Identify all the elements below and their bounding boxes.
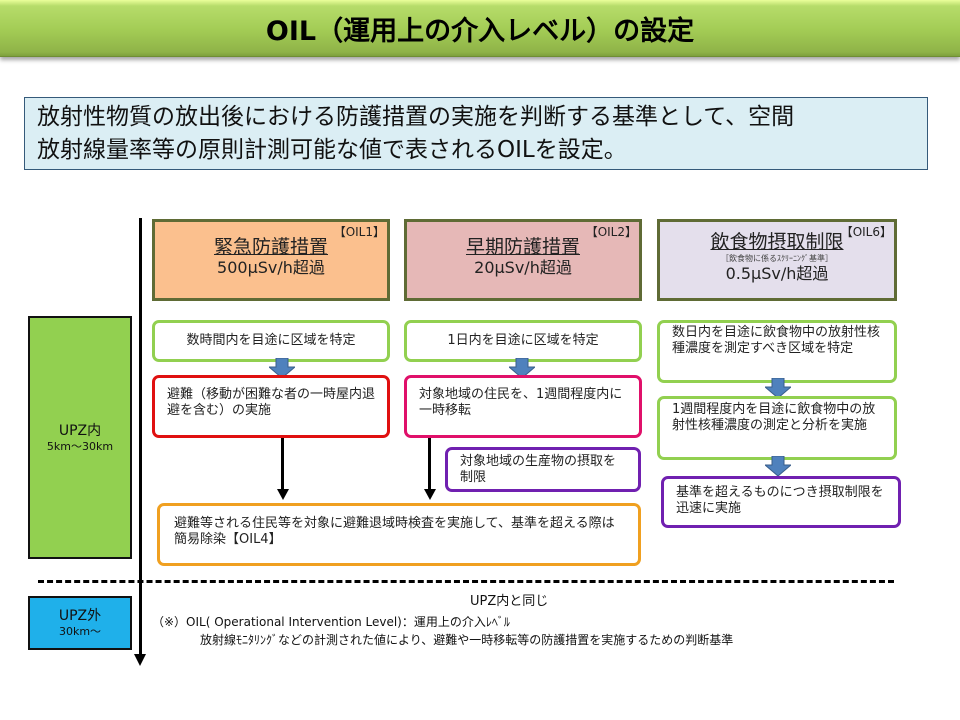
flow-arrow-down-icon — [765, 378, 791, 398]
step-text: 1日内を目途に区域を特定 — [447, 333, 599, 348]
title-bar: OIL（運用上の介入レベル）の設定 — [0, 0, 960, 57]
zone-divider-dashed — [38, 580, 894, 583]
step-text: 数日内を目途に飲食物中の放射性核種濃度を測定すべき区域を特定 — [672, 325, 881, 356]
step-oil2-relocation: 対象地域の住民を、1週間程度内に一時移転 — [404, 375, 642, 438]
page-title: OIL（運用上の介入レベル）の設定 — [265, 15, 695, 47]
zone-name: UPZ内 — [58, 422, 102, 439]
step-oil6-measure-analyze: 1週間程度内を目途に飲食物中の放射性核種濃度の測定と分析を実施 — [657, 396, 897, 460]
step-text: 数時間内を目途に区域を特定 — [186, 333, 356, 348]
summary-line-2: 放射線量率等の原則計測可能な値で表されるOILを設定。 — [37, 137, 627, 163]
measure-name: 早期防護措置 — [465, 236, 580, 258]
zone-name: UPZ外 — [58, 608, 102, 624]
step-text: 避難等される住民等を対象に避難退域時検査を実施して、基準を超える際は簡易除染【O… — [174, 516, 615, 547]
oil-tag: 【OIL6】 — [840, 225, 892, 239]
distance-axis-arrowhead-icon — [134, 654, 146, 666]
header-oil2: 【OIL2】 早期防護措置 20μSv/h超過 — [404, 219, 642, 301]
threshold-value: 500μSv/h超過 — [217, 258, 325, 277]
upz-outside-note: UPZ内と同じ — [470, 594, 549, 609]
flow-connector-line — [428, 438, 431, 490]
flow-arrow-down-icon — [423, 489, 436, 500]
summary-box: 放射性物質の放出後における防護措置の実施を判断する基準として、空間 放射線量率等… — [24, 97, 928, 170]
step-oil1-identify-area: 数時間内を目途に区域を特定 — [152, 320, 390, 362]
zone-upz-inside: UPZ内 5km〜30km — [28, 316, 132, 559]
footnote-line-2: 放射線ﾓﾆﾀﾘﾝｸﾞなどの計測された値により、避難や一時移転等の防護措置を実施す… — [200, 633, 734, 647]
flow-arrow-down-icon — [765, 456, 791, 476]
oil-tag: 【OIL2】 — [585, 225, 637, 239]
measure-name: 飲食物摂取制限 — [710, 231, 844, 253]
step-oil1-evacuation: 避難（移動が困難な者の一時屋内退避を含む）の実施 — [152, 375, 390, 438]
step-oil4-screening-decontamination: 避難等される住民等を対象に避難退域時検査を実施して、基準を超える際は簡易除染【O… — [157, 503, 641, 566]
step-text: 対象地域の生産物の摂取を制限 — [460, 454, 617, 485]
header-oil1: 【OIL1】 緊急防護措置 500μSv/h超過 — [152, 219, 390, 301]
step-oil6-identify-area: 数日内を目途に飲食物中の放射性核種濃度を測定すべき区域を特定 — [657, 320, 897, 383]
threshold-value: 20μSv/h超過 — [474, 258, 572, 277]
step-text: 対象地域の住民を、1週間程度内に一時移転 — [419, 387, 623, 418]
measure-name: 緊急防護措置 — [213, 236, 328, 258]
step-text: 1週間程度内を目途に飲食物中の放射性核種濃度の測定と分析を実施 — [672, 402, 876, 433]
measure-subtitle: ［飲食物に係るｽｸﾘｰﾆﾝｸﾞ基準］ — [721, 254, 833, 263]
zone-range: 30km〜 — [58, 625, 102, 638]
header-oil6: 【OIL6】 飲食物摂取制限 ［飲食物に係るｽｸﾘｰﾆﾝｸﾞ基準］ 0.5μSv… — [657, 219, 897, 301]
footnote-line-1: （※）OIL( Operational Intervention Level)：… — [152, 615, 510, 629]
step-oil2-produce-restriction: 対象地域の生産物の摂取を制限 — [445, 447, 641, 492]
flow-arrow-down-icon — [509, 358, 535, 378]
step-oil2-identify-area: 1日内を目途に区域を特定 — [404, 320, 642, 362]
oil-tag: 【OIL1】 — [333, 225, 385, 239]
zone-range: 5km〜30km — [46, 439, 114, 453]
threshold-value: 0.5μSv/h超過 — [725, 264, 829, 283]
step-text: 基準を超えるものにつき摂取制限を迅速に実施 — [676, 485, 884, 516]
zone-upz-outside: UPZ外 30km〜 — [28, 596, 132, 650]
step-oil6-intake-restriction: 基準を超えるものにつき摂取制限を迅速に実施 — [661, 476, 901, 528]
flow-arrow-down-icon — [269, 358, 295, 378]
flow-arrow-down-icon — [276, 489, 289, 500]
flow-connector-line — [281, 438, 284, 490]
distance-axis-line — [139, 218, 142, 658]
step-text: 避難（移動が困難な者の一時屋内退避を含む）の実施 — [167, 387, 376, 418]
summary-line-1: 放射性物質の放出後における防護措置の実施を判断する基準として、空間 — [37, 104, 795, 130]
